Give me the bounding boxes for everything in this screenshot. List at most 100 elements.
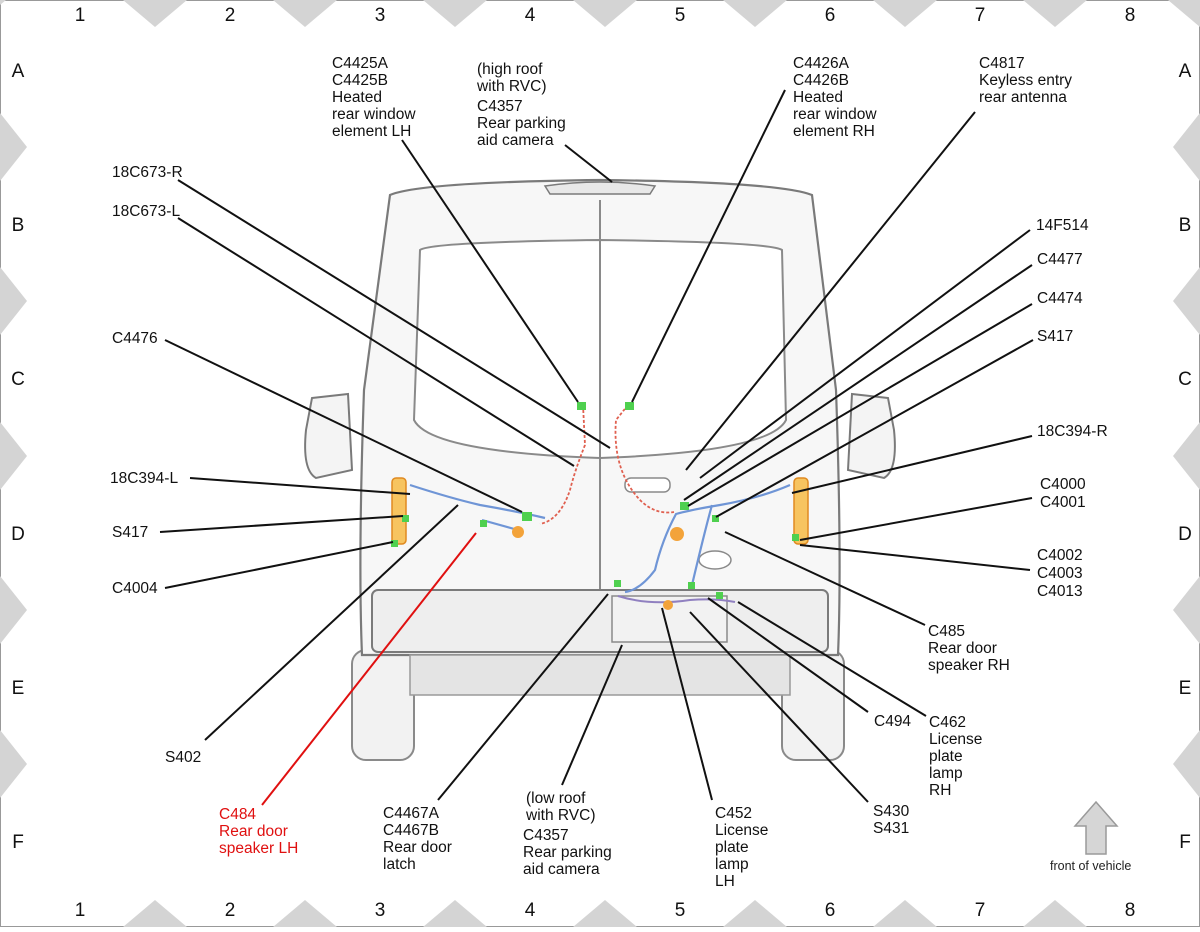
- grid-marker-top: [873, 0, 937, 27]
- row-label-left: A: [12, 61, 25, 82]
- leader-s430: [689, 611, 869, 803]
- label-c4467: C4467A C4467B Rear door latch: [383, 805, 456, 873]
- grid-marker-top: [423, 0, 487, 27]
- column-label-bottom: 8: [1125, 900, 1136, 921]
- connector-c462: [716, 592, 723, 599]
- leader-c494: [707, 597, 869, 713]
- column-label-bottom: 1: [75, 900, 86, 921]
- wire-blue-left-branch: [481, 518, 519, 532]
- grid-marker-top: [1023, 0, 1087, 27]
- row-label-left: F: [12, 832, 24, 853]
- grid-marker-top: [123, 0, 187, 27]
- grid-marker-left: [0, 422, 27, 490]
- column-label-top: 2: [225, 5, 236, 26]
- left-wheel: [351, 649, 415, 761]
- column-label-bottom: 3: [375, 900, 386, 921]
- column-label-bottom: 2: [225, 900, 236, 921]
- leader-c4000: [799, 497, 1033, 541]
- connector-c4476: [522, 512, 532, 521]
- label-c485: C485 Rear door speaker RH: [928, 623, 1010, 674]
- emblem: [698, 550, 732, 570]
- column-label-top: 6: [825, 5, 836, 26]
- speaker-rh: [670, 527, 684, 541]
- leader-s402: [204, 504, 459, 741]
- label-18c673-r: 18C673-R: [112, 164, 183, 181]
- grid-marker-left: [0, 267, 27, 335]
- grid-marker-bottom: [273, 900, 337, 927]
- column-label-bottom: 6: [825, 900, 836, 921]
- label-c462: C462 License plate lamp RH: [929, 714, 987, 799]
- leader-c452: [661, 607, 713, 801]
- connector-c494: [688, 582, 695, 589]
- leader-c4817: [685, 111, 976, 471]
- label-c452: C452 License plate lamp LH: [715, 805, 773, 890]
- leader-18c394-r: [791, 435, 1033, 494]
- column-label-top: 8: [1125, 5, 1136, 26]
- connector-c4425: [577, 402, 586, 410]
- grid-marker-right: [1173, 113, 1200, 181]
- door-handle: [624, 477, 671, 493]
- row-label-right: E: [1179, 678, 1192, 699]
- label-c4425: C4425A C4425B Heated rear window element…: [332, 55, 420, 140]
- leader-c4425: [401, 139, 579, 403]
- wire-purple-plate: [617, 595, 736, 604]
- column-label-top: 5: [675, 5, 686, 26]
- connector-c4000: [792, 534, 799, 541]
- label-c4357-high: (high roof with RVC) C4357 Rear parking …: [476, 61, 570, 149]
- row-label-right: A: [1179, 61, 1192, 82]
- left-tail-lamp: [391, 477, 407, 545]
- label-18c394-l: 18C394-L: [110, 470, 178, 487]
- callout-labels: C4425A C4425B Heated rear window element…: [110, 55, 1108, 890]
- leader-c4357-high: [564, 144, 613, 183]
- grid-marker-top: [723, 0, 787, 27]
- label-c4474: C4474: [1037, 290, 1083, 307]
- left-mirror: [304, 392, 354, 480]
- label-c4476: C4476: [112, 330, 158, 347]
- leader-c4004: [164, 541, 394, 589]
- column-label-top: 7: [975, 5, 986, 26]
- label-18c394-r: 18C394-R: [1037, 423, 1108, 440]
- column-label-bottom: 5: [675, 900, 686, 921]
- grid-marker-corner: [1168, 0, 1200, 27]
- column-label-top: 1: [75, 5, 86, 26]
- connector-c4477: [712, 515, 719, 522]
- wire-red-left: [539, 404, 586, 525]
- label-c4817: C4817 Keyless entry rear antenna: [979, 55, 1076, 106]
- label-c484: C484 Rear door speaker LH: [219, 806, 298, 857]
- row-label-left: C: [11, 369, 25, 390]
- leader-c4474: [687, 303, 1033, 507]
- leader-c4467: [437, 593, 609, 801]
- wire-blue-right-branch: [690, 504, 714, 586]
- connector-s417-l: [402, 515, 409, 522]
- leader-c462: [737, 601, 927, 717]
- row-label-right: B: [1179, 215, 1192, 236]
- speaker-lh: [512, 526, 524, 538]
- leader-c485: [724, 531, 926, 626]
- leader-s417-l: [159, 515, 404, 533]
- label-14f514: 14F514: [1036, 217, 1089, 234]
- grid-marker-top: [273, 0, 337, 27]
- grid-marker-bottom: [573, 900, 637, 927]
- roof-camera-housing: [543, 181, 657, 195]
- row-label-right: C: [1178, 369, 1192, 390]
- column-label-top: 4: [525, 5, 536, 26]
- label-c4357-low: (low roof with RVC) C4357 Rear parking a…: [523, 790, 616, 878]
- label-c4426: C4426A C4426B Heated rear window element…: [793, 55, 881, 140]
- leader-18c394-l: [189, 477, 411, 495]
- grid-marker-left: [0, 113, 27, 181]
- leader-s417-r: [715, 339, 1034, 518]
- label-c4000: C4000 C4001: [1040, 476, 1090, 511]
- leader-c4357-low: [561, 644, 623, 786]
- leader-18c673-r: [177, 179, 611, 449]
- leader-c484: [261, 532, 477, 806]
- grid-marker-bottom: [873, 900, 937, 927]
- right-mirror: [846, 392, 896, 480]
- row-label-left: B: [12, 215, 25, 236]
- connector-c4426: [625, 402, 634, 410]
- grid-marker-right: [1173, 267, 1200, 335]
- connector-c4467: [614, 580, 621, 587]
